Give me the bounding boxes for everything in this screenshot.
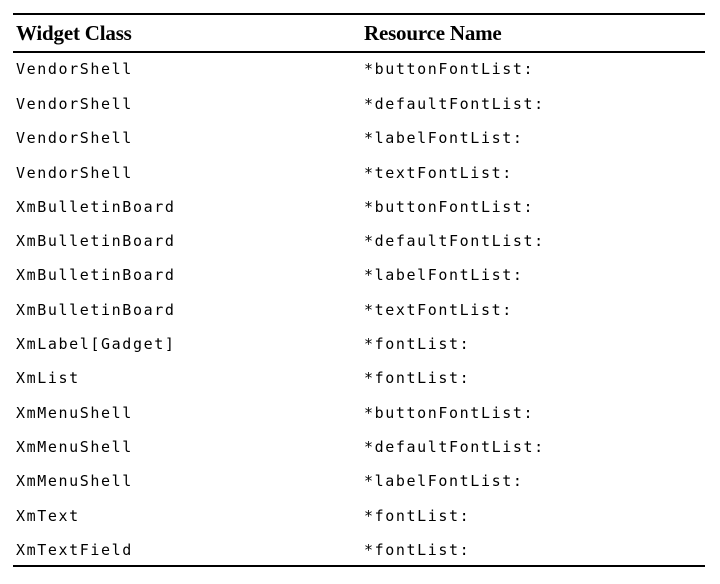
cell-resource-name: *defaultFontList: — [364, 437, 545, 456]
cell-resource-name: *buttonFontList: — [364, 197, 535, 216]
cell-resource-name: *buttonFontList: — [364, 403, 535, 422]
cell-widget-class: XmBulletinBoard — [16, 197, 176, 216]
cell-resource-name: *defaultFontList: — [364, 95, 545, 113]
column-header-widget-class: Widget Class — [16, 21, 132, 45]
table-body: VendorShell *buttonFontList: VendorShell *d… — [13, 51, 705, 567]
resource-table: Widget Class Resource Name VendorShell *b… — [13, 16, 705, 567]
table-row: XmBulletinBoard *defaultFontList: — [13, 224, 705, 258]
cell-resource-name: *fontList: — [364, 540, 471, 559]
table-row: XmLabel[Gadget] *fontList: — [13, 327, 705, 361]
table-header: Widget Class Resource Name — [13, 16, 705, 51]
column-header-resource-name: Resource Name — [364, 21, 502, 45]
table-row: XmList *fontList: — [13, 361, 705, 395]
table-row: VendorShell *labelFontList: — [13, 121, 705, 155]
cell-resource-name: *labelFontList: — [364, 266, 524, 285]
table-row: XmTextField *fontList: — [13, 533, 705, 567]
cell-widget-class: VendorShell — [16, 163, 133, 182]
cell-resource-name: *textFontList: — [364, 300, 513, 319]
cell-widget-class: XmBulletinBoard — [16, 266, 176, 285]
cell-widget-class: VendorShell — [16, 129, 133, 148]
cell-resource-name: *textFontList: — [364, 163, 513, 182]
cell-widget-class: XmText — [16, 506, 80, 525]
cell-resource-name: *fontList: — [364, 369, 471, 388]
cell-widget-class: XmList — [16, 369, 80, 388]
table-row: VendorShell *defaultFontList: — [13, 87, 705, 121]
cell-widget-class: VendorShell — [16, 95, 133, 113]
table-row: XmBulletinBoard *labelFontList: — [13, 258, 705, 292]
table-row: XmMenuShell *labelFontList: — [13, 464, 705, 498]
cell-widget-class: XmLabel[Gadget] — [16, 335, 176, 354]
table-header-rule — [13, 51, 705, 53]
cell-resource-name: *fontList: — [364, 335, 471, 354]
cell-widget-class: XmMenuShell — [16, 403, 133, 422]
cell-widget-class: XmTextField — [16, 540, 133, 559]
table-row: XmText *fontList: — [13, 499, 705, 533]
cell-resource-name: *labelFontList: — [364, 129, 524, 148]
table-row: VendorShell *textFontList: — [13, 156, 705, 190]
table-header-row: Widget Class Resource Name — [13, 16, 705, 51]
table-row: XmBulletinBoard *buttonFontList: — [13, 190, 705, 224]
cell-widget-class: XmBulletinBoard — [16, 232, 176, 251]
cell-widget-class: VendorShell — [16, 60, 133, 78]
cell-resource-name: *buttonFontList: — [364, 60, 535, 78]
cell-widget-class: XmMenuShell — [16, 472, 133, 491]
cell-widget-class: XmBulletinBoard — [16, 300, 176, 319]
table-row: XmMenuShell *buttonFontList: — [13, 396, 705, 430]
cell-resource-name: *defaultFontList: — [364, 232, 545, 251]
table-row: XmBulletinBoard *textFontList: — [13, 293, 705, 327]
table-bottom-rule — [13, 565, 705, 567]
cell-resource-name: *fontList: — [364, 506, 471, 525]
cell-widget-class: XmMenuShell — [16, 437, 133, 456]
table-top-rule — [13, 13, 705, 15]
cell-resource-name: *labelFontList: — [364, 472, 524, 491]
table-row: XmMenuShell *defaultFontList: — [13, 430, 705, 464]
table-row: VendorShell *buttonFontList: — [13, 51, 705, 87]
